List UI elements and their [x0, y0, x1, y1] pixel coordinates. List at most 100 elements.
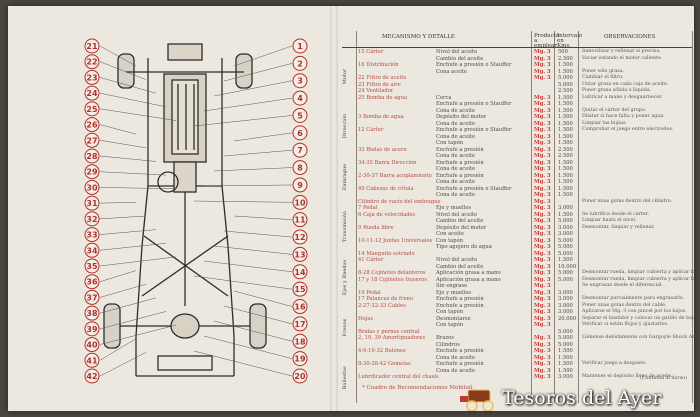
row-operation: Enchufe a presión — [436, 146, 484, 153]
row-operation: Brazos — [436, 335, 454, 341]
row-product: Mg. 3 — [534, 120, 551, 127]
row-product: Mg. 3 — [534, 361, 551, 367]
row-interval: 3.000 — [558, 309, 573, 315]
row-item: 24 Ventilador — [358, 88, 394, 94]
callout-label: 2 — [297, 59, 303, 68]
leader-line — [193, 115, 293, 127]
callout-11: 11 — [292, 212, 308, 228]
callout-20: 20 — [292, 368, 308, 384]
leader-line — [99, 229, 157, 235]
row-note: Quitar el cárter del grupo. — [582, 107, 647, 113]
callout-label: 5 — [297, 111, 303, 120]
callout-34: 34 — [84, 242, 100, 258]
callout-28: 28 — [84, 148, 100, 164]
callout-16: 16 — [292, 299, 308, 315]
row-item: 17 Palancas de freno — [358, 296, 413, 302]
row-product: Mg. 3 — [534, 367, 551, 374]
row-note: Desmontar parcialmente para engrasarlo. — [582, 296, 685, 301]
row-product: Mg. 3 — [534, 250, 551, 257]
callout-label: 34 — [86, 246, 98, 255]
callout-label: 30 — [86, 183, 98, 192]
leader-line — [99, 297, 157, 314]
row-note: Se engrasan desde el diferencial. — [582, 283, 664, 288]
row-product: Mg. 3 — [534, 198, 551, 205]
callout-40: 40 — [84, 337, 100, 353]
callout-label: 41 — [86, 356, 98, 365]
callout-label: 29 — [86, 168, 98, 177]
row-operation: Cona de aceite — [436, 367, 476, 374]
leader-line — [233, 45, 293, 67]
row-product: Mg. 3 — [534, 192, 551, 198]
leader-line — [99, 155, 157, 162]
callout-37: 37 — [84, 289, 100, 305]
row-interval: 1.500 — [558, 211, 573, 218]
callout-6: 6 — [292, 125, 308, 141]
callout-label: 36 — [86, 278, 98, 287]
callout-9: 9 — [292, 177, 308, 193]
section-label: Transmisión — [342, 211, 348, 243]
row-operation: Enchufe a presión — [436, 361, 484, 367]
row-item: 41 Cárter — [358, 257, 384, 263]
leader-line — [99, 311, 167, 330]
callout-label: 25 — [86, 105, 98, 114]
callout-10: 10 — [292, 194, 308, 210]
row-operation: Aplicación grasa a mano — [436, 276, 501, 283]
row-product: Mg. 3 — [534, 335, 551, 341]
callout-label: 22 — [86, 58, 97, 67]
row-operation: Depósito del motor — [436, 114, 487, 120]
row-operation: Cona de aceite — [436, 153, 476, 159]
leader-line — [99, 338, 137, 361]
row-item: Cilindro de vacío del embrague — [358, 198, 441, 205]
callout-15: 15 — [292, 281, 308, 297]
leader-line — [99, 324, 177, 345]
row-note: Comprobar el juego entre electrodos. — [582, 127, 674, 132]
row-product: Mg. 3 — [534, 296, 551, 302]
stagecoach-logo-icon — [460, 389, 494, 411]
row-interval: 5.000 — [558, 328, 573, 335]
leader-line — [233, 290, 293, 307]
row-operation: Con tapón — [436, 309, 464, 315]
chassis-frame — [103, 43, 267, 377]
callout-label: 38 — [86, 309, 98, 318]
leader-line — [203, 97, 293, 112]
row-interval: 5.000 — [558, 335, 573, 341]
row-product: Mg. 3 — [534, 322, 551, 328]
row-note: Desmontar rueda, limpiar cubierta y apli… — [582, 276, 694, 282]
leader-line — [99, 187, 177, 189]
row-operation: Con tapón — [436, 140, 464, 146]
row-product: Mg. 3 — [534, 374, 551, 380]
callout-8: 8 — [292, 160, 308, 176]
section-label: Frenos — [342, 318, 348, 337]
leader-line — [99, 61, 147, 80]
row-product: Mg. 3 — [534, 179, 551, 185]
row-interval: 1.500 — [558, 354, 573, 361]
row-item: Lubrificador central del chasis — [358, 374, 439, 380]
callout-14: 14 — [292, 264, 308, 280]
row-interval: 1.500 — [558, 68, 573, 75]
callout-label: 31 — [86, 199, 98, 208]
row-operation: Cambio del aceite — [436, 55, 484, 62]
row-item: 9 Rueda libre — [358, 224, 394, 231]
row-operation: Cona de aceite — [436, 192, 476, 198]
leader-line — [99, 215, 147, 220]
